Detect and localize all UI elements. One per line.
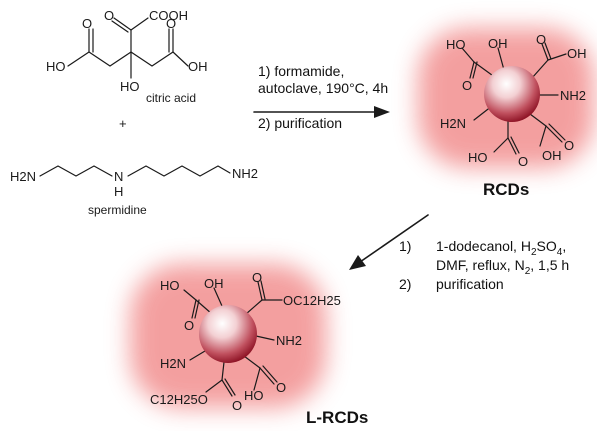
- rcds-oh-br: OH: [542, 148, 562, 163]
- citric-o-top: O: [104, 8, 114, 23]
- citric-ho-center: HO: [120, 79, 140, 94]
- spermidine-n: N: [114, 169, 123, 184]
- citric-o-right: O: [166, 16, 176, 31]
- lrcds-oc12h25: OC12H25: [283, 293, 341, 308]
- citric-oh-right: OH: [188, 59, 208, 74]
- rcds-o-tr: O: [536, 32, 546, 47]
- lrcds-ho: HO: [160, 278, 180, 293]
- step2-line1: 1-dodecanol, H2SO4,: [436, 238, 567, 258]
- citric-o-left: O: [82, 16, 92, 31]
- citric-oh-top: COOH: [149, 8, 188, 23]
- citric-ho-left: HO: [46, 59, 66, 74]
- spermidine-h2n: H2N: [10, 169, 36, 184]
- rcds-particle: HO OH OH O O NH2 H2N HO OH O O: [418, 28, 594, 169]
- rcds-oh-tr: OH: [567, 46, 587, 61]
- rcds-h2n: H2N: [440, 116, 466, 131]
- step1-line3: 2) purification: [258, 115, 343, 131]
- step2-num1: 1): [399, 238, 412, 254]
- lrcds-ho-bottom: HO: [244, 388, 264, 403]
- lrcds-o-top: O: [252, 270, 262, 285]
- step2-line2: DMF, reflux, N2, 1,5 h: [436, 257, 570, 277]
- rcds-sphere: [484, 66, 540, 122]
- citric-acid-name: citric acid: [146, 91, 196, 105]
- spermidine-name: spermidine: [88, 203, 147, 217]
- citric-acid-structure: O COOH HO O O OH HO citric acid: [46, 8, 208, 105]
- arrow-2-head: [349, 255, 366, 270]
- lrcds-sphere: [199, 305, 257, 363]
- rcds-oh-top: OH: [488, 36, 508, 51]
- rcds-o-b: O: [518, 154, 528, 169]
- lrcds-h2n: H2N: [160, 356, 186, 371]
- spermidine-structure: H2N N H NH2 spermidine: [10, 165, 258, 217]
- rcds-title: RCDs: [483, 180, 530, 199]
- step1-line1: 1) formamide,: [258, 63, 345, 79]
- spermidine-nh2: NH2: [232, 166, 258, 181]
- lrcds-title: L-RCDs: [306, 408, 369, 427]
- lrcds-o-br: O: [276, 380, 286, 395]
- spermidine-h: H: [114, 184, 123, 199]
- lrcds-particle: HO OH O OC12H25 O NH2 H2N C12H25O O HO O: [130, 264, 341, 413]
- rcds-ho-bl: HO: [468, 150, 488, 165]
- step1-line2: autoclave, 190°C, 4h: [258, 80, 389, 96]
- step2-num2: 2): [399, 276, 412, 292]
- rcds-nh2: NH2: [560, 88, 586, 103]
- step2-line3: purification: [436, 276, 504, 292]
- lrcds-o-left: O: [184, 318, 194, 333]
- rcds-o-l: O: [462, 78, 472, 93]
- rcds-ho-tl: HO: [446, 37, 466, 52]
- rcds-o-br: O: [564, 138, 574, 153]
- lrcds-oh: OH: [204, 276, 224, 291]
- lrcds-c12h25o: C12H25O: [150, 392, 208, 407]
- citric-backbone: [67, 51, 174, 67]
- arrow-1-head: [374, 106, 390, 118]
- lrcds-o-bottom: O: [232, 398, 242, 413]
- lrcds-nh2: NH2: [276, 333, 302, 348]
- plus-sign: +: [119, 116, 127, 131]
- reaction-arrow-2: [359, 214, 429, 263]
